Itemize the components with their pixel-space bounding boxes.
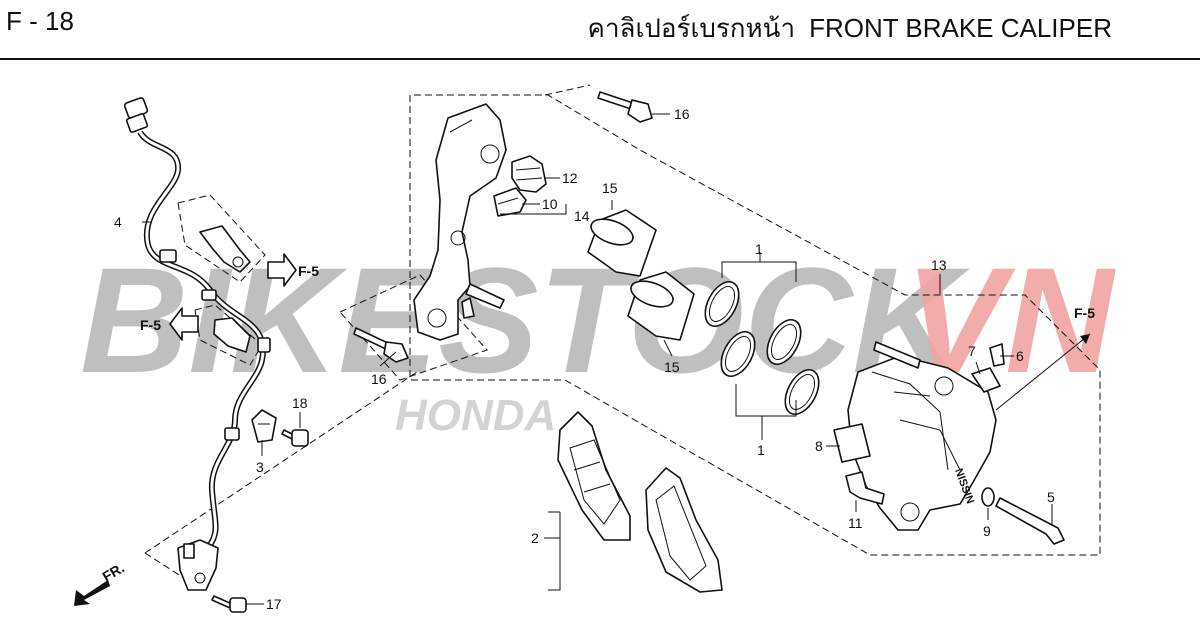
caliper-bracket <box>413 103 507 341</box>
callout-1-bottom: 1 <box>757 442 765 458</box>
ref-f5-wire-left: F-5 <box>140 317 161 333</box>
leader-lines <box>142 113 1053 605</box>
callout-18: 18 <box>292 395 308 411</box>
speed-sensor <box>177 539 219 591</box>
callout-8: 8 <box>815 438 823 454</box>
ref-f5-caliper: F-5 <box>1074 305 1095 321</box>
pin-bolt-11 <box>845 471 885 505</box>
callout-10: 10 <box>542 196 558 212</box>
ref-arrow-left: F-5 <box>140 307 199 341</box>
boot-12 <box>511 155 547 193</box>
boot-10 <box>493 187 527 217</box>
callout-1-top: 1 <box>755 241 763 257</box>
callout-6: 6 <box>1016 348 1024 364</box>
wire-bracket-lower <box>213 317 251 353</box>
watermark-sub: HONDA <box>395 391 556 440</box>
cap-7 <box>971 367 1001 393</box>
bleeder-6 <box>989 343 1005 367</box>
page-title: คาลิเปอร์เบรกหน้า FRONT BRAKE CALIPER <box>588 8 1112 49</box>
piston-upper <box>587 209 657 277</box>
callout-3: 3 <box>256 459 264 475</box>
page-code: F - 18 <box>6 6 74 36</box>
ref-f5-wire-right: F-5 <box>298 263 319 279</box>
callout-11: 11 <box>848 515 863 531</box>
callout-4: 4 <box>114 214 122 230</box>
piston-lower <box>627 271 695 341</box>
pad-pin-5 <box>995 497 1065 545</box>
front-arrow: FR. <box>74 559 127 606</box>
caliper-body: NISSIN <box>833 341 997 531</box>
callout-17: 17 <box>266 596 282 612</box>
brake-pad-inner <box>557 411 631 541</box>
callouts: 16 12 10 14 15 15 1 1 13 6 7 8 11 9 5 2 … <box>114 106 1055 612</box>
callout-2: 2 <box>531 530 539 546</box>
bolt-18 <box>281 429 309 447</box>
title-thai: คาลิเปอร์เบรกหน้า <box>587 13 796 43</box>
bolt-16-top <box>597 91 653 123</box>
header-divider <box>0 58 1200 60</box>
callout-7: 7 <box>968 343 976 359</box>
bolt-17 <box>211 595 247 613</box>
assembly-outlines <box>144 84 1101 591</box>
callout-12: 12 <box>562 170 578 186</box>
wire-clip-3 <box>251 409 277 443</box>
speed-sensor-wire <box>123 97 271 547</box>
callout-14: 14 <box>574 208 590 224</box>
callout-15-top: 15 <box>602 180 618 196</box>
ref-arrow-caliper: F-5 <box>995 305 1095 411</box>
front-label: FR. <box>100 559 128 584</box>
watermark-brand: BIKESTOCK <box>80 236 970 404</box>
brake-pad-outer <box>645 467 723 593</box>
ref-arrow-right: F-5 <box>267 253 319 287</box>
seal-set <box>704 261 820 417</box>
callout-16-lower: 16 <box>371 371 387 387</box>
callout-13: 13 <box>931 257 947 273</box>
callout-9: 9 <box>983 523 991 539</box>
callout-16-top: 16 <box>674 106 690 122</box>
callout-15-bottom: 15 <box>664 359 680 375</box>
wire-bracket-upper <box>199 225 251 273</box>
washer-9 <box>981 487 995 507</box>
callout-5: 5 <box>1047 489 1055 505</box>
title-english: FRONT BRAKE CALIPER <box>809 13 1112 43</box>
